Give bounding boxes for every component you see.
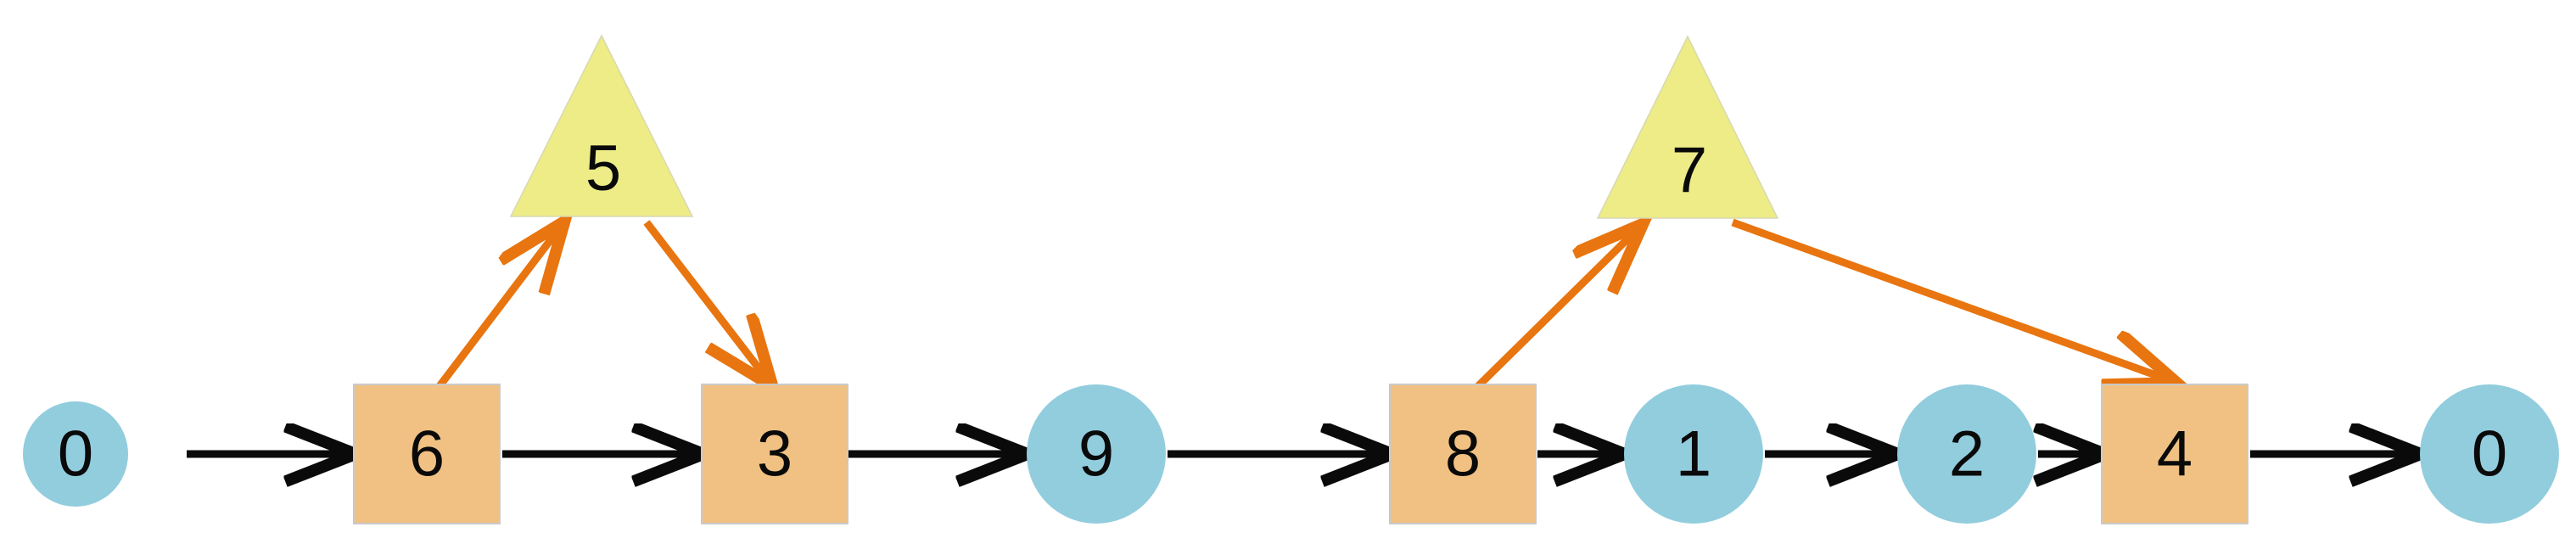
node-square-4[interactable]: 4 [2101, 384, 2248, 524]
node-square-6[interactable]: 6 [353, 384, 501, 524]
node-circle-2[interactable]: 2 [1897, 384, 2036, 524]
edge-n5-to-n3 [643, 220, 768, 380]
edge-n7-to-n4 [1731, 218, 2170, 380]
square-shape [1389, 384, 1537, 524]
node-triangle-7[interactable]: 7 [1596, 35, 1779, 219]
circle-shape [2420, 384, 2559, 524]
node-circle-0[interactable]: 0 [2420, 384, 2559, 524]
edges-layer [187, 222, 2413, 454]
square-shape [2101, 384, 2248, 524]
triangle-shape [509, 34, 694, 217]
node-triangle-5[interactable]: 5 [509, 34, 694, 217]
node-circle-1[interactable]: 1 [1624, 384, 1763, 524]
node-square-3[interactable]: 3 [701, 384, 848, 524]
node-circle-9[interactable]: 9 [1027, 384, 1166, 524]
square-shape [701, 384, 848, 524]
edge-n6-to-n5 [436, 227, 560, 389]
circle-shape [1897, 384, 2036, 524]
circle-shape [1624, 384, 1763, 524]
square-shape [353, 384, 501, 524]
circle-shape [23, 401, 128, 507]
edge-n8-to-n7 [1475, 229, 1638, 390]
circle-shape [1027, 384, 1166, 524]
node-circle-0[interactable]: 0 [23, 401, 128, 507]
triangle-shape [1596, 35, 1779, 219]
node-square-8[interactable]: 8 [1389, 384, 1537, 524]
